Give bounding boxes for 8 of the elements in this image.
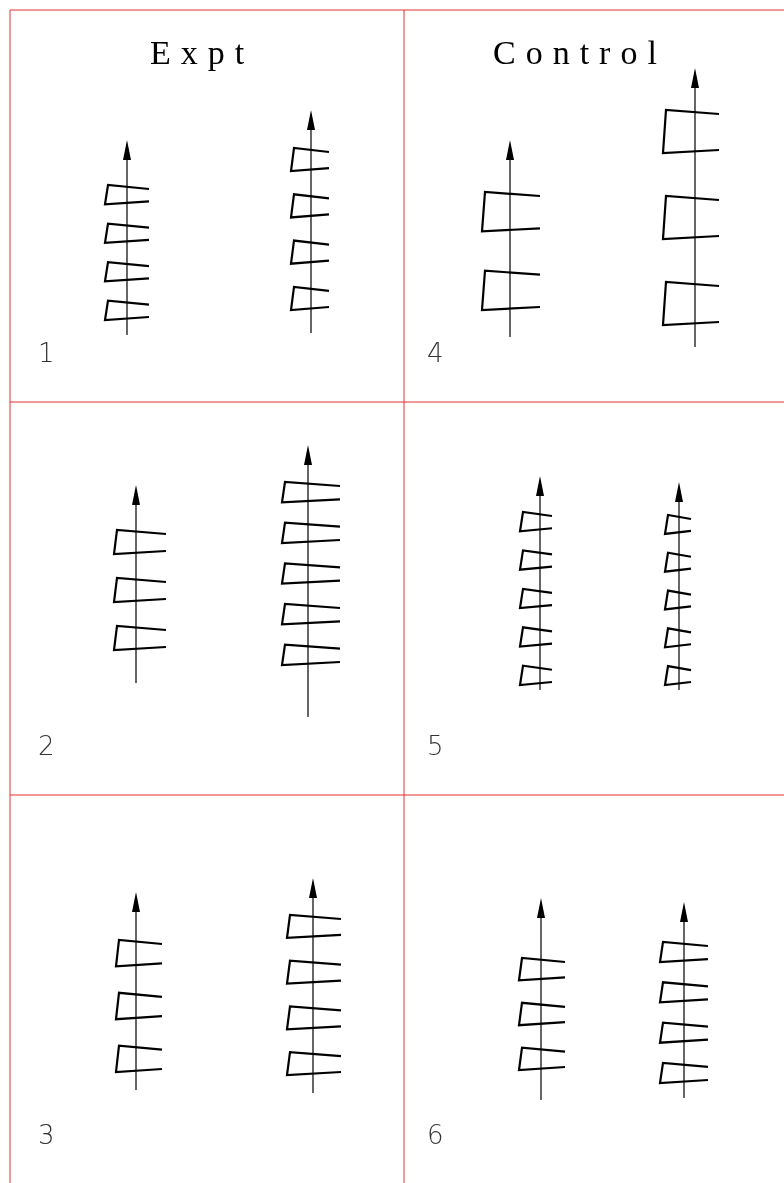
column-heading: Control	[493, 36, 667, 70]
panel-number: 5	[427, 733, 444, 759]
panel-number: 1	[38, 340, 55, 366]
panel-number: 3	[38, 1122, 55, 1148]
panel-number: 2	[38, 733, 55, 759]
panel-number: 4	[427, 340, 444, 366]
panel-number: 6	[427, 1122, 444, 1148]
column-heading: Expt	[150, 36, 255, 70]
